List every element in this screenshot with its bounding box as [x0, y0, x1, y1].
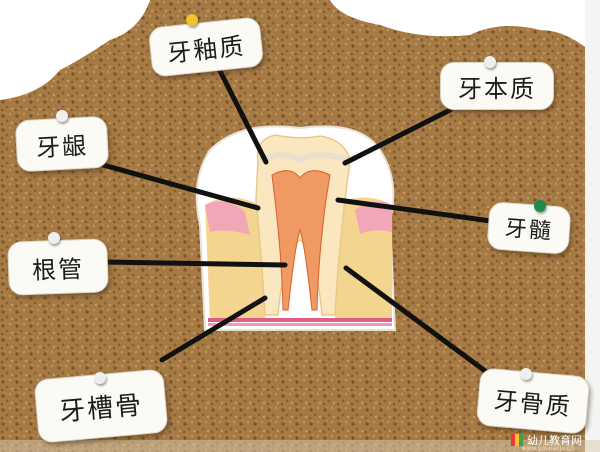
- label-root-canal: 根管: [7, 238, 109, 296]
- label-cementum: 牙骨质: [475, 367, 591, 435]
- label-root-canal-text: 根管: [31, 254, 85, 285]
- white-pin-icon: [484, 56, 496, 68]
- label-gum: 牙龈: [14, 115, 110, 173]
- leader-lines: [75, 60, 503, 385]
- label-cementum-text: 牙骨质: [492, 386, 573, 421]
- watermark-logo-icon: [511, 434, 523, 446]
- tooth-diagram: [195, 125, 397, 331]
- yellow-pin-icon: [186, 14, 198, 26]
- white-pin-icon: [520, 368, 532, 380]
- watermark: 幼儿教育网: [511, 432, 582, 448]
- top-left-white-area: [0, 0, 150, 100]
- label-alveolar-bone-text: 牙槽骨: [58, 389, 145, 428]
- watermark-url: www.youjiaoju.cn: [521, 445, 574, 452]
- label-pulp: 牙髓: [486, 201, 572, 255]
- label-dentin-text: 牙本质: [458, 74, 536, 103]
- label-gum-text: 牙龈: [35, 131, 89, 162]
- label-dentin: 牙本质: [440, 62, 554, 110]
- label-enamel-text: 牙釉质: [166, 31, 247, 68]
- white-pin-icon: [56, 110, 68, 122]
- white-pin-icon: [48, 232, 60, 244]
- white-pin-icon: [94, 372, 106, 384]
- watermark-text: 幼儿教育网: [527, 434, 582, 447]
- green-pin-icon: [534, 200, 546, 212]
- top-right-white-area: [330, 0, 600, 60]
- label-pulp-text: 牙髓: [503, 216, 554, 245]
